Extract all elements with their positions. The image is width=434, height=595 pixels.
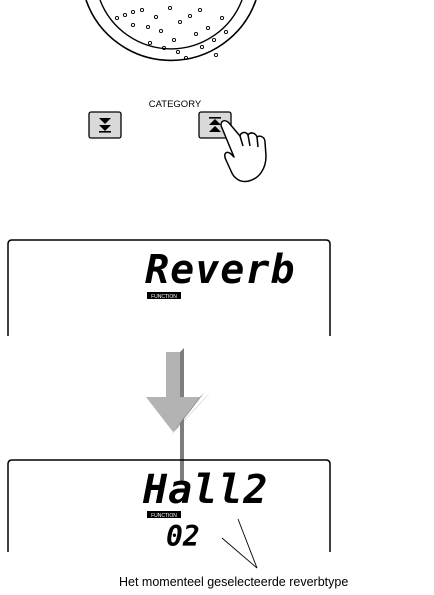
function-badge (147, 292, 181, 299)
dial-dots (114, 5, 229, 61)
double-chevron-up-icon (209, 117, 221, 132)
caption-text: Het momenteel geselecteerde reverbtype (119, 575, 348, 589)
category-label: CATEGORY (149, 99, 202, 110)
lcd-display-hall2: Hall2 FUNCTION 02 (7, 459, 331, 553)
lcd-main-text: Reverb (145, 247, 296, 293)
category-down-button[interactable] (88, 111, 122, 139)
lcd-main-text: Hall2 (142, 467, 268, 513)
double-chevron-down-icon (99, 118, 111, 133)
function-badge-label: FUNCTION (151, 294, 177, 300)
lcd-display-reverb: Reverb FUNCTION (7, 239, 331, 336)
callout-lines (221, 518, 258, 569)
data-dial[interactable] (85, 0, 257, 62)
lcd-number-text: 02 (166, 520, 200, 553)
function-badge (147, 511, 181, 518)
function-badge-label: FUNCTION (151, 513, 177, 519)
transition-arrow-down-icon (146, 348, 210, 484)
pointing-hand-icon (220, 120, 267, 183)
